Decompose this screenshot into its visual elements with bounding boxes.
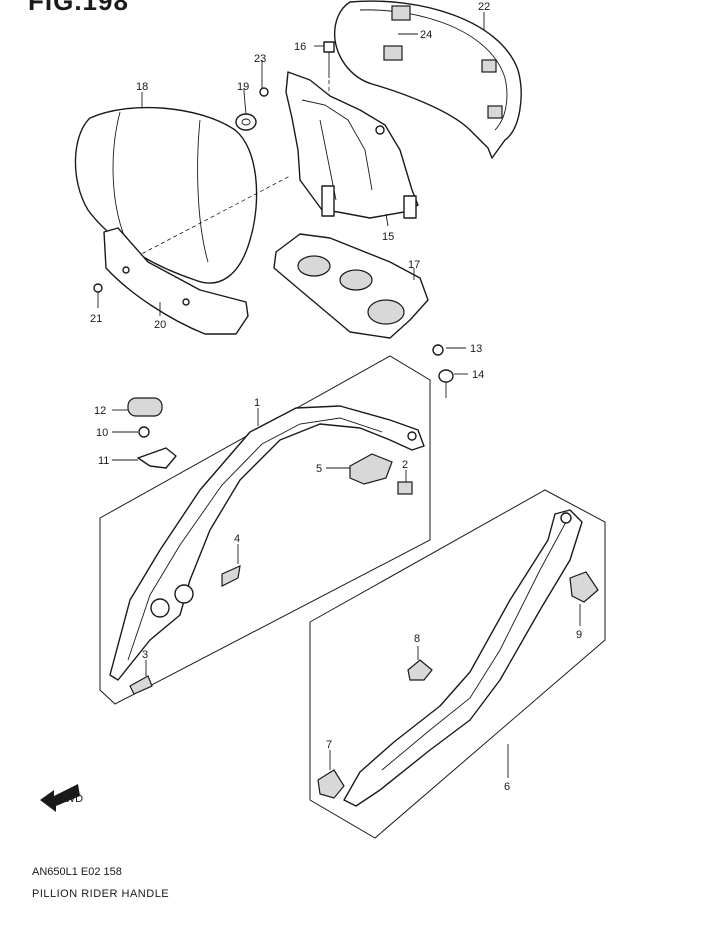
callout-23: 23	[254, 53, 266, 65]
cover-5	[349, 453, 393, 485]
grommet-19-hole	[241, 118, 251, 126]
cover-clip-c	[481, 59, 497, 73]
callout-11: 11	[98, 455, 109, 467]
callout-1: 1	[254, 397, 260, 409]
callout-20: 20	[154, 319, 166, 331]
callout-18: 18	[136, 81, 148, 93]
bracket-stud-a	[321, 185, 335, 217]
figure-title: FIG.198	[28, 0, 129, 16]
bracket-stud-b	[403, 195, 417, 219]
cap-12	[127, 397, 163, 417]
base-hole-a	[122, 266, 130, 274]
callout-4: 4	[234, 533, 240, 545]
callout-19: 19	[237, 81, 249, 93]
side-handle-hole	[560, 512, 572, 524]
handle-boss-b	[174, 584, 194, 604]
callout-5: 5	[316, 463, 322, 475]
callout-15: 15	[382, 231, 394, 243]
screw-23	[259, 87, 269, 97]
fwd-label: FWD	[58, 793, 83, 805]
base-hole-b	[182, 298, 190, 306]
collar-14	[438, 369, 454, 383]
bolt-13	[432, 344, 444, 356]
callout-2: 2	[402, 459, 408, 471]
bolt-10	[138, 426, 150, 438]
side-handle	[343, 509, 583, 807]
grommet-19-leader	[243, 91, 247, 115]
callout-17: 17	[408, 259, 420, 271]
forward-arrow-icon: FWD	[40, 784, 83, 812]
handle-group-box	[99, 355, 431, 705]
gasket-hole-b	[339, 269, 373, 291]
callout-14: 14	[472, 369, 484, 381]
grab-handle-edge	[127, 417, 383, 661]
cover-clip-d	[487, 105, 503, 119]
callout-6: 6	[504, 781, 510, 793]
callout-21: 21	[90, 313, 102, 325]
plate-11	[137, 447, 177, 469]
callout-13: 13	[470, 343, 482, 355]
grommet-19	[235, 113, 257, 131]
callout-12: 12	[94, 405, 106, 417]
callout-8: 8	[414, 633, 420, 645]
callout-9: 9	[576, 629, 582, 641]
backrest-bracket	[285, 71, 419, 219]
pad-7	[317, 769, 345, 799]
backrest-seam-a	[112, 111, 126, 239]
pad-4	[221, 564, 241, 587]
leader-15	[385, 213, 389, 227]
backrest-seam-b	[197, 119, 209, 263]
gasket-hole-c	[367, 299, 405, 325]
handle-hole-rear	[407, 431, 417, 441]
callout-22: 22	[478, 1, 490, 13]
pad-2	[397, 481, 413, 495]
callout-10: 10	[96, 427, 108, 439]
callout-3: 3	[142, 649, 148, 661]
cover-clip-a	[391, 5, 411, 21]
handle-boss-a	[150, 598, 170, 618]
grab-handle-main	[109, 405, 425, 681]
backrest-mount-line	[129, 175, 291, 261]
footer-code: AN650L1 E02 158	[32, 866, 122, 878]
callout-7: 7	[326, 739, 332, 751]
pad-9	[569, 571, 599, 603]
bracket-hole-a	[375, 125, 385, 135]
backrest-pad	[74, 106, 258, 284]
gasket-hole-a	[297, 255, 331, 277]
cover-clip-b	[383, 45, 403, 61]
screw-21	[93, 283, 103, 293]
side-handle-edge	[381, 521, 567, 771]
backrest-base	[103, 227, 249, 335]
pad-8	[407, 659, 433, 681]
pad-3	[129, 675, 153, 695]
callout-24: 24	[420, 29, 432, 41]
callout-16: 16	[294, 41, 306, 53]
top-case-cover	[333, 0, 522, 159]
bolt-16	[323, 41, 335, 53]
footer-title: PILLION RIDER HANDLE	[32, 888, 170, 900]
side-handle-group-box	[309, 489, 606, 839]
